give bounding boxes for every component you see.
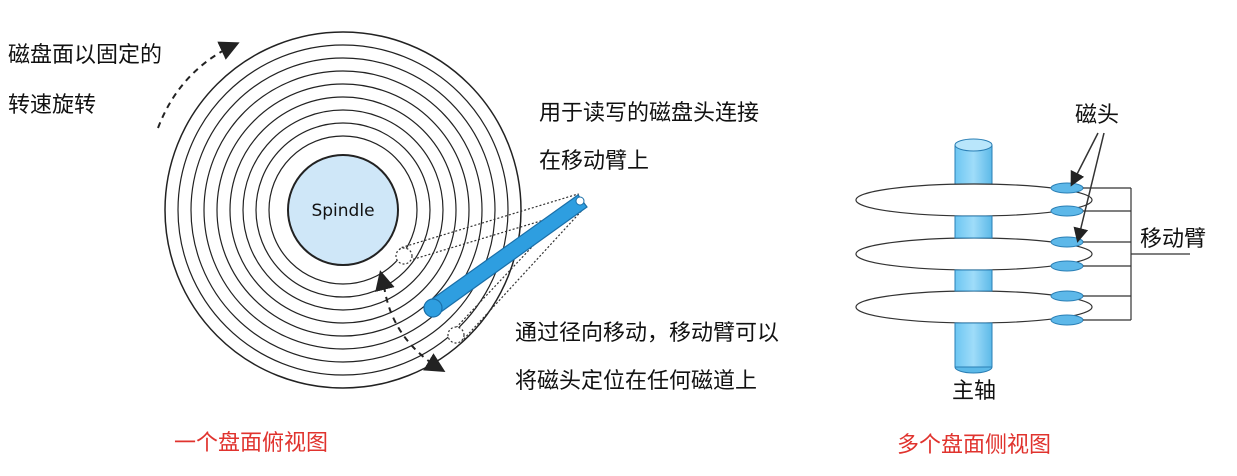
radial-movement-arrow <box>383 285 446 373</box>
rotation-arrow <box>157 41 240 129</box>
spindle-side-label: 主轴 <box>952 379 997 404</box>
spindle-label: Spindle <box>311 201 374 221</box>
side-view-caption: 多个盘面侧视图 <box>897 433 1052 458</box>
track-rings <box>177 44 509 376</box>
radial-note-line-2: 将磁头定位在任何磁道上 <box>515 369 758 394</box>
head-arm-note-line-1: 用于读写的磁盘头连接 <box>539 101 760 126</box>
head-pointer-arrows <box>1070 132 1105 243</box>
read-write-head <box>423 298 443 318</box>
head-arm-note-line-2: 在移动臂上 <box>539 149 650 174</box>
ghost-arm-upper <box>395 193 585 265</box>
top-view-caption: 一个盘面俯视图 <box>174 431 329 456</box>
rotation-note-line-2: 转速旋转 <box>8 93 97 118</box>
side-arm-assembly <box>1083 187 1190 321</box>
arm-label: 移动臂 <box>1140 227 1207 252</box>
rotation-note-line-1: 磁盘面以固定的 <box>8 43 163 68</box>
head-label: 磁头 <box>1075 103 1120 128</box>
radial-note-line-1: 通过径向移动，移动臂可以 <box>515 321 780 346</box>
platters-side-view <box>855 132 1190 374</box>
moving-arm <box>423 194 588 318</box>
spindle-hub <box>287 154 399 266</box>
arm-pivot <box>575 196 585 206</box>
